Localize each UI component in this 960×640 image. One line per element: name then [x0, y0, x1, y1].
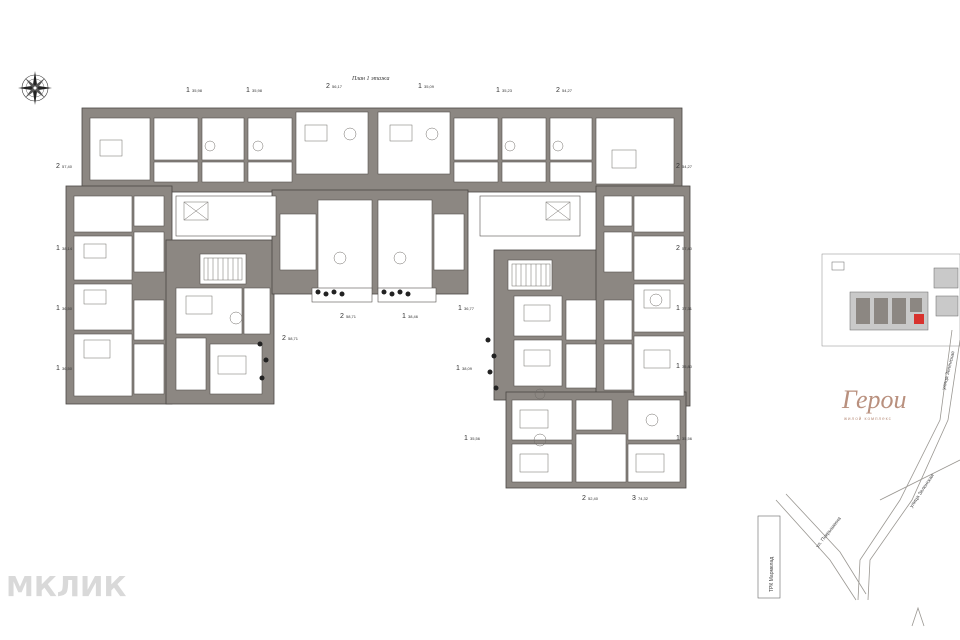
svg-text:3: 3	[632, 495, 636, 502]
svg-text:35,23: 35,23	[502, 88, 513, 93]
svg-text:1: 1	[496, 87, 500, 94]
svg-text:2: 2	[282, 335, 286, 342]
svg-text:52,40: 52,40	[588, 496, 599, 501]
svg-text:58,71: 58,71	[288, 336, 299, 341]
svg-text:1: 1	[402, 313, 406, 320]
svg-text:54,27: 54,27	[562, 88, 573, 93]
svg-text:35,98: 35,98	[252, 88, 263, 93]
svg-text:1: 1	[464, 435, 468, 442]
svg-text:2: 2	[56, 163, 60, 170]
svg-text:58,71: 58,71	[346, 314, 357, 319]
mall-label: ТРК Мармелад	[769, 557, 775, 592]
street-label-zelenskaya: улица Зеленская	[909, 473, 936, 509]
svg-text:36,77: 36,77	[464, 306, 475, 311]
svg-text:1: 1	[676, 363, 680, 370]
svg-text:35,80: 35,80	[682, 364, 693, 369]
svg-text:35,56: 35,56	[682, 436, 693, 441]
street-label-pokryshkina: ул. Покрышкина	[815, 516, 843, 549]
logo-subtitle: жилой комплекс	[844, 415, 892, 421]
site-highlight-marker	[914, 314, 924, 324]
svg-text:1: 1	[458, 305, 462, 312]
svg-text:1: 1	[246, 87, 250, 94]
svg-text:38,09: 38,09	[462, 366, 473, 371]
svg-text:1: 1	[56, 365, 60, 372]
svg-text:1: 1	[56, 305, 60, 312]
svg-text:38,46: 38,46	[408, 314, 419, 319]
svg-text:56,17: 56,17	[332, 84, 343, 89]
terrace-plants	[257, 289, 499, 391]
furniture	[83, 124, 671, 473]
svg-text:1: 1	[56, 245, 60, 252]
logo-text: Герои	[841, 385, 907, 414]
plan-title: План 1 этажа	[351, 76, 389, 82]
svg-text:36,50: 36,50	[62, 306, 73, 311]
site-plan	[757, 253, 960, 627]
svg-text:2: 2	[676, 245, 680, 252]
svg-text:35,56: 35,56	[470, 436, 481, 441]
svg-text:54,27: 54,27	[682, 164, 693, 169]
svg-text:1: 1	[456, 365, 460, 372]
svg-text:2: 2	[582, 495, 586, 502]
svg-text:35,98: 35,98	[192, 88, 203, 93]
svg-text:57,40: 57,40	[682, 246, 693, 251]
svg-text:1: 1	[676, 435, 680, 442]
street-label-zelenskaya-north: улица Зеленская	[941, 350, 956, 390]
svg-text:1: 1	[418, 83, 422, 90]
svg-text:2: 2	[326, 83, 330, 90]
svg-text:36,50: 36,50	[62, 366, 73, 371]
svg-text:74,32: 74,32	[638, 496, 649, 501]
svg-text:1: 1	[186, 87, 190, 94]
svg-text:37,31: 37,31	[682, 306, 693, 311]
svg-text:38,14: 38,14	[62, 246, 73, 251]
svg-text:2: 2	[556, 87, 560, 94]
svg-text:2: 2	[676, 163, 680, 170]
stairwells	[183, 201, 571, 287]
svg-text:1: 1	[676, 305, 680, 312]
watermark: МКЛИК	[6, 570, 126, 603]
compass-rose-icon	[18, 71, 52, 105]
svg-text:2: 2	[340, 313, 344, 320]
svg-text:35,09: 35,09	[424, 84, 435, 89]
svg-text:57,40: 57,40	[62, 164, 73, 169]
